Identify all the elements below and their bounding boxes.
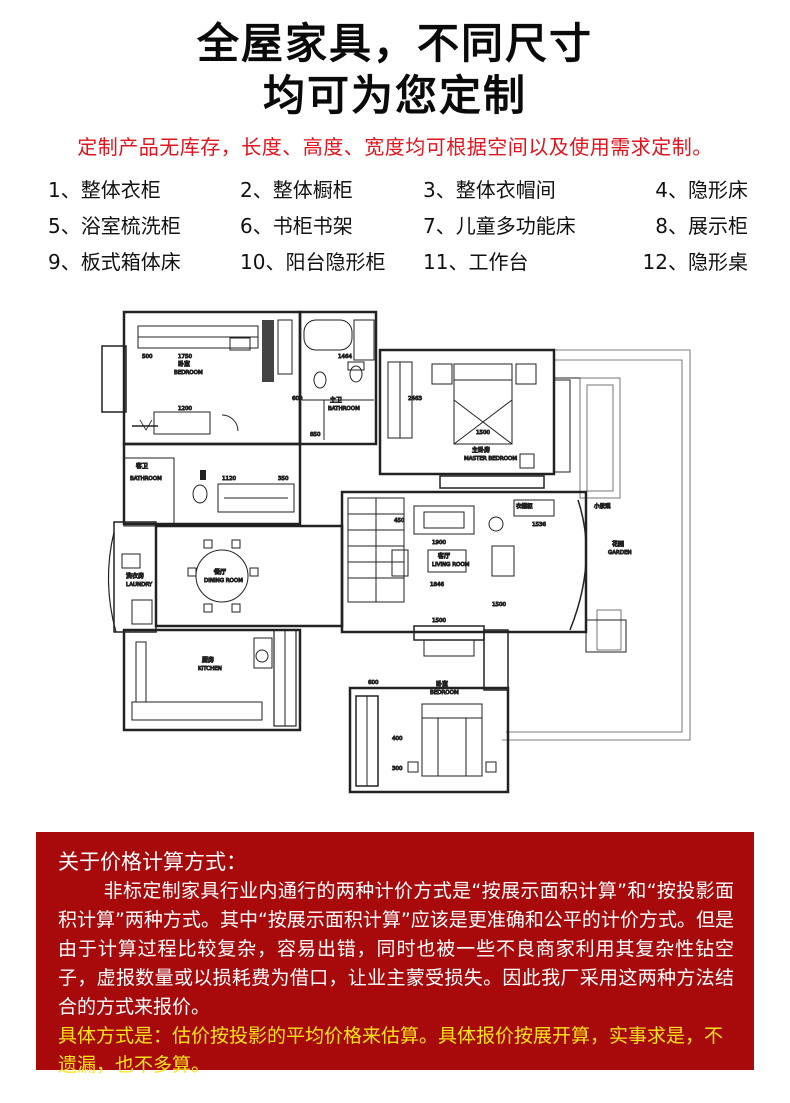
product-list: 1、整体衣柜 2、整体橱柜 3、整体衣帽间 4、隐形床 5、浴室梳洗柜 6、书柜… xyxy=(48,178,748,274)
room-label-master-en: MASTER BEDROOM xyxy=(464,456,517,462)
room-label-laundry-en: LAUNDRY xyxy=(126,582,153,588)
room-label-bedroom-top: 卧室 xyxy=(178,360,190,368)
note-garden: 小景观 xyxy=(594,502,611,510)
walls-middle-left xyxy=(107,442,344,633)
room-label-dining-en: DINING ROOM xyxy=(204,578,243,584)
price-info-box: 关于价格计算方式： 非标定制家具行业内通行的两种计价方式是“按展示面积计算”和“… xyxy=(36,832,754,1076)
room-label-bathroom-top: 主卫 xyxy=(330,396,342,404)
room-label-bedroom-top-en: BEDROOM xyxy=(174,370,203,376)
room-label-living-en: LIVING ROOM xyxy=(432,562,470,568)
room-label-dining: 餐厅 xyxy=(214,568,226,576)
product-item: 10、阳台隐形柜 xyxy=(240,250,386,274)
dim-label: 600 xyxy=(368,680,379,686)
dim-label: 1846 xyxy=(430,582,444,588)
title-line-2: 均可为您定制 xyxy=(262,71,527,120)
dim-label: 1464 xyxy=(338,354,352,360)
dim-label: 850 xyxy=(310,432,321,438)
product-item: 6、书柜书架 xyxy=(240,214,353,238)
room-label-garden: 花园 xyxy=(612,540,624,548)
product-item: 9、板式箱体床 xyxy=(48,250,181,274)
subtitle: 定制产品无库存，长度、高度、宽度均可根据空间以及使用需求定制。 xyxy=(77,135,713,159)
garden-area xyxy=(502,349,691,741)
walls-living xyxy=(340,490,588,634)
dim-label: 2463 xyxy=(408,396,422,402)
price-heading: 关于价格计算方式： xyxy=(58,850,247,874)
page-title: 全屋家具，不同尺寸 均可为您定制 xyxy=(0,18,790,122)
dim-label: 350 xyxy=(278,476,289,482)
room-label-bedroom-bottom: 卧室 xyxy=(436,680,448,688)
room-label-kitchen-en: KITCHEN xyxy=(198,666,222,672)
room-label-bathroom-small-en: BATHROOM xyxy=(130,476,162,482)
dim-label: 1500 xyxy=(476,430,490,436)
dim-label: 1536 xyxy=(532,522,546,528)
dim-label: 300 xyxy=(392,766,403,772)
product-item: 5、浴室梳洗柜 xyxy=(48,214,181,238)
room-label-garden-en: GARDEN xyxy=(608,550,632,556)
room-label-kitchen: 厨房 xyxy=(202,656,214,664)
room-label-laundry: 洗衣房 xyxy=(126,572,144,580)
room-label-master: 主卧房 xyxy=(472,446,490,454)
product-item: 3、整体衣帽间 xyxy=(423,178,556,202)
walls-bottom-bedroom xyxy=(348,619,627,794)
price-body: 非标定制家具行业内通行的两种计价方式是“按展示面积计算”和“按投影面积计算”两种… xyxy=(58,880,734,1018)
dim-label: 1750 xyxy=(178,354,192,360)
room-label-bathroom-small: 客卫 xyxy=(136,462,148,470)
dim-label: 1200 xyxy=(178,406,192,412)
dim-label: 1900 xyxy=(432,540,446,546)
room-label-bathroom-top-en: BATHROOM xyxy=(328,406,360,412)
walls-master xyxy=(378,348,580,489)
dim-label: 1500 xyxy=(432,618,446,624)
room-label-bedroom-bottom-en: BEDROOM xyxy=(430,690,459,696)
floor-plan: 卧室 BEDROOM 主卫 BATHROOM 主卧房 MASTER BEDROO… xyxy=(101,310,691,794)
note-cabinet: 衣帽柜 xyxy=(516,502,533,510)
room-label-living: 客厅 xyxy=(438,552,450,560)
walls-bath-top xyxy=(298,310,378,446)
product-item: 8、展示柜 xyxy=(655,214,748,238)
product-item: 11、工作台 xyxy=(423,250,529,274)
dim-label: 400 xyxy=(392,736,403,742)
dim-label: 600 xyxy=(292,396,303,402)
dim-label: 450 xyxy=(394,518,405,524)
dim-label: 1500 xyxy=(492,602,506,608)
product-item: 2、整体橱柜 xyxy=(240,178,353,202)
walls-top-left xyxy=(101,310,302,446)
dim-label: 500 xyxy=(142,354,153,360)
product-item: 7、儿童多功能床 xyxy=(423,214,576,238)
product-item: 12、隐形桌 xyxy=(642,250,748,274)
walls-kitchen xyxy=(122,628,302,732)
price-note: 具体方式是：估价按投影的平均价格来估算。具体报价按展开算，实事求是，不遗漏，也不… xyxy=(58,1025,724,1076)
product-item: 4、隐形床 xyxy=(655,178,748,202)
product-item: 1、整体衣柜 xyxy=(48,178,161,202)
dim-label: 1120 xyxy=(222,476,236,482)
title-line-1: 全屋家具，不同尺寸 xyxy=(196,19,593,68)
